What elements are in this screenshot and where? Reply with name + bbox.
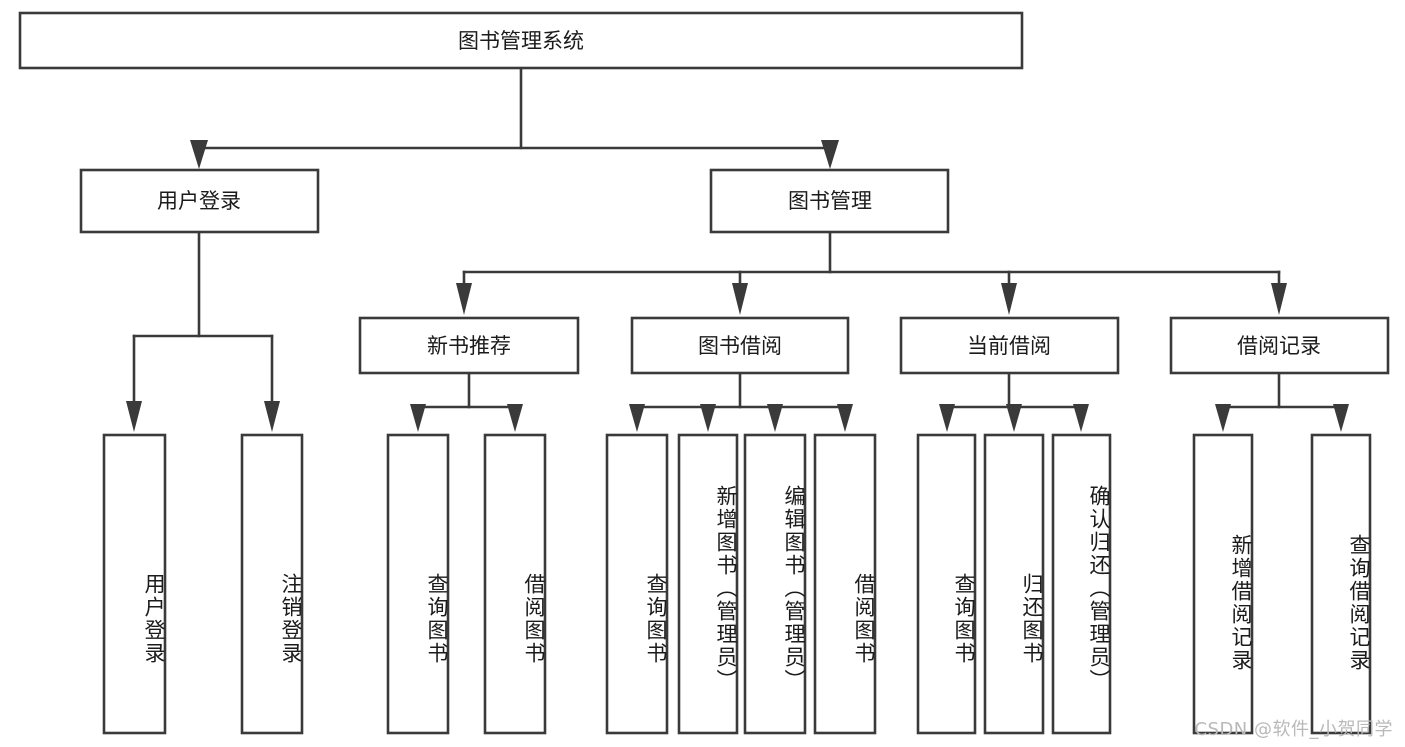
leaf-box-confirm-return[interactable]: [1051, 433, 1112, 735]
leaf-box-return-book[interactable]: [983, 433, 1045, 735]
leaf-box-add-book[interactable]: [677, 433, 739, 735]
arrow-to-leaf-borrow-book-1: [507, 404, 523, 432]
arrow-root-to-user-login: [190, 140, 208, 169]
arrow-to-borrow-record: [1271, 283, 1287, 315]
arrow-to-leaf-logout: [264, 401, 280, 432]
arrow-to-new-book-rec: [456, 283, 472, 315]
node-user-login-label: 用户登录: [157, 189, 241, 213]
node-new-book-recommend-box[interactable]: [358, 316, 580, 375]
arrow-to-leaf-borrow-book-2: [837, 404, 853, 432]
node-book-management-label: 图书管理: [788, 189, 872, 213]
leaf-box-query-book-1[interactable]: [386, 433, 450, 735]
connector-group-new-book-rec: [410, 371, 523, 432]
arrow-to-leaf-add-book: [700, 404, 716, 432]
leaf-box-add-record[interactable]: [1192, 433, 1254, 735]
node-book-management-box[interactable]: [709, 168, 950, 234]
node-new-book-recommend-label: 新书推荐: [427, 334, 511, 358]
leaf-boxes: [102, 433, 1372, 735]
node-book-borrow-label: 图书借阅: [698, 334, 782, 358]
arrow-to-leaf-return-book: [1006, 404, 1022, 432]
node-root-label: 图书管理系统: [458, 29, 584, 53]
leaf-box-borrow-book-1[interactable]: [483, 433, 547, 735]
node-root[interactable]: 图书管理系统: [18, 11, 1024, 70]
node-current-borrow-box[interactable]: [899, 316, 1120, 375]
arrow-to-leaf-add-record: [1215, 404, 1231, 432]
leaf-box-logout[interactable]: [240, 433, 304, 735]
arrow-to-leaf-query-book-2: [629, 404, 645, 432]
connector-group-root: [190, 66, 839, 169]
connector-group-user-login: [126, 230, 280, 432]
connector-group-current-borrow: [939, 371, 1089, 432]
arrow-to-leaf-query-book-1: [410, 404, 426, 432]
leaf-box-edit-book[interactable]: [743, 433, 807, 735]
node-borrow-record-box[interactable]: [1169, 316, 1390, 375]
arrow-root-to-book-mgmt: [821, 140, 839, 169]
node-book-borrow[interactable]: 图书借阅: [630, 316, 850, 375]
arrow-to-leaf-confirm-return: [1073, 404, 1089, 432]
arrow-to-leaf-query-book-3: [939, 404, 955, 432]
node-current-borrow-label: 当前借阅: [967, 334, 1051, 358]
leaf-box-borrow-book-2[interactable]: [813, 433, 877, 735]
node-borrow-record[interactable]: 借阅记录: [1169, 316, 1390, 375]
connector-group-borrow-record: [1215, 371, 1349, 432]
node-borrow-record-label: 借阅记录: [1237, 334, 1321, 358]
leaf-box-user-login[interactable]: [102, 433, 167, 735]
connector-group-book-mgmt: [456, 230, 1287, 315]
arrow-to-leaf-query-record: [1333, 404, 1349, 432]
arrow-to-current-borrow: [1001, 283, 1017, 315]
node-root-box[interactable]: [18, 11, 1024, 70]
leaf-box-query-record[interactable]: [1310, 433, 1372, 735]
arrow-to-leaf-edit-book: [767, 404, 783, 432]
arrow-to-leaf-user-login: [126, 401, 142, 432]
connector-group-book-borrow: [629, 371, 853, 432]
arrow-to-book-borrow: [732, 283, 748, 315]
leaf-box-query-book-3[interactable]: [916, 433, 977, 735]
node-book-borrow-box[interactable]: [630, 316, 850, 375]
node-user-login-box[interactable]: [79, 168, 320, 234]
node-current-borrow[interactable]: 当前借阅: [899, 316, 1120, 375]
node-book-management[interactable]: 图书管理: [709, 168, 950, 234]
node-user-login[interactable]: 用户登录: [79, 168, 320, 234]
leaf-box-query-book-2[interactable]: [605, 433, 669, 735]
watermark-text: CSDN @软件_小贺同学: [1194, 719, 1393, 740]
node-new-book-recommend[interactable]: 新书推荐: [358, 316, 580, 375]
